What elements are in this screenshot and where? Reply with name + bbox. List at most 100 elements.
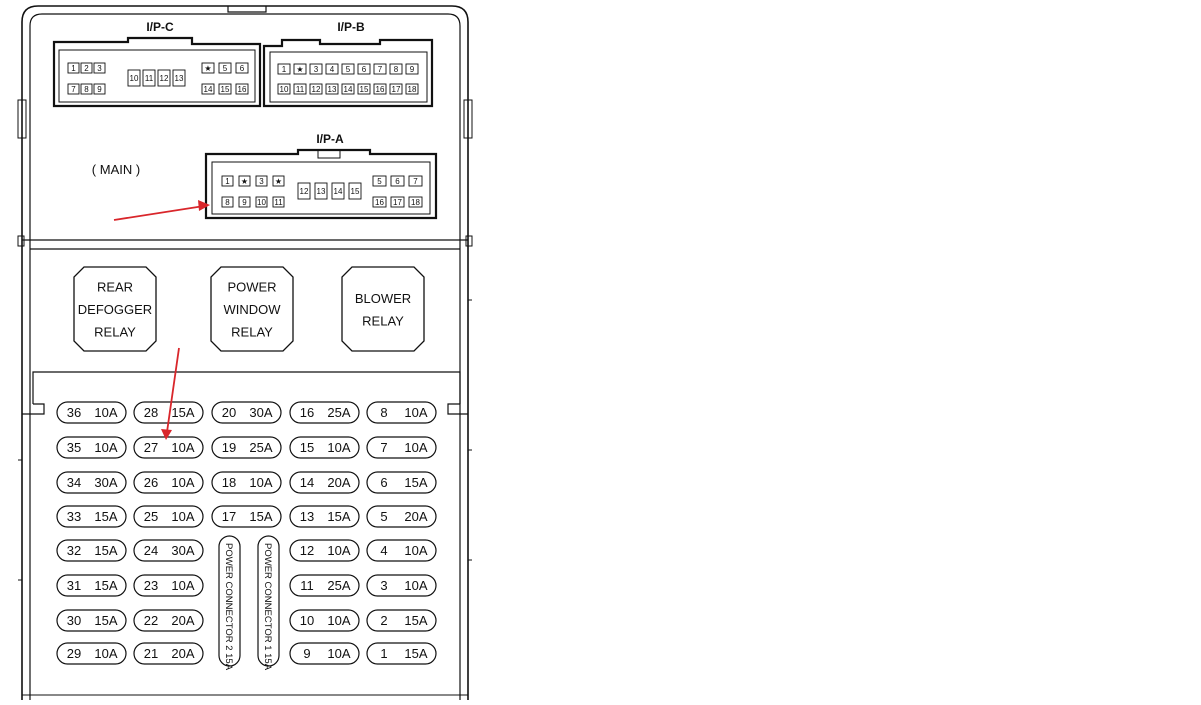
ip-b-pin-r1-0-label: 1 bbox=[282, 65, 287, 74]
fuse-24-rating: 30A bbox=[171, 543, 194, 558]
fuse-26-number: 26 bbox=[144, 475, 158, 490]
ip-b-pin-r2-0-label: 10 bbox=[280, 85, 289, 94]
ip-b-pin-r1-3-label: 4 bbox=[330, 65, 335, 74]
ip-a-pin-mid-1-label: 13 bbox=[317, 187, 326, 196]
ip-a-pin-mid-0-label: 12 bbox=[300, 187, 309, 196]
ip-b-pin-r1-2: 3 bbox=[309, 63, 323, 75]
ip-b-pin-r1-0: 1 bbox=[277, 63, 291, 75]
ip-c-pin-r2b-2-label: 16 bbox=[238, 85, 247, 94]
ip-a-pin-r1b-1: 6 bbox=[390, 175, 405, 187]
ip-c-pin-r2-2: 9 bbox=[93, 83, 106, 95]
relay-0-line-0: REAR bbox=[97, 280, 133, 295]
fuse-18-number: 18 bbox=[222, 475, 236, 490]
fuse-10-number: 10 bbox=[300, 613, 314, 628]
fuse-9-rating: 10A bbox=[327, 646, 350, 661]
ip-c-pin-mid-1-label: 11 bbox=[145, 74, 154, 83]
fuse-5-rating: 20A bbox=[404, 509, 427, 524]
ip-b-pin-r1-4: 5 bbox=[341, 63, 355, 75]
ip-b-pin-r2-8-label: 18 bbox=[408, 85, 417, 94]
fuse-29-rating: 10A bbox=[94, 646, 117, 661]
ip-a-pin-r1-3-label: ★ bbox=[275, 177, 282, 186]
ip-a-pin-r1-1-label: ★ bbox=[241, 177, 248, 186]
fuse-11-number: 11 bbox=[300, 578, 314, 593]
fuse-28-number: 28 bbox=[144, 405, 158, 420]
fuse-16-number: 16 bbox=[300, 405, 314, 420]
fuse-7-number: 7 bbox=[380, 440, 387, 455]
ip-a-pin-r2b-1-label: 17 bbox=[393, 198, 402, 207]
annotation-arrows bbox=[113, 200, 210, 440]
ip-c-pin-r1-0-label: 1 bbox=[71, 64, 76, 73]
fuse-33-rating: 15A bbox=[94, 509, 117, 524]
relay-2-line-1: RELAY bbox=[362, 313, 404, 328]
ip-a-pin-mid-0: 12 bbox=[297, 182, 311, 200]
ip-c-pin-r1b-1-label: 5 bbox=[223, 64, 228, 73]
ip-c-pin-r2-0-label: 7 bbox=[71, 85, 76, 94]
ip-b-pin-r1-8: 9 bbox=[405, 63, 419, 75]
fuse-24-number: 24 bbox=[144, 543, 158, 558]
fuse-36-number: 36 bbox=[67, 405, 81, 420]
fuse-27-number: 27 bbox=[144, 440, 158, 455]
fuse-12-number: 12 bbox=[300, 543, 314, 558]
fuse-13-rating: 15A bbox=[327, 509, 350, 524]
ip-b-pin-r1-7: 8 bbox=[389, 63, 403, 75]
relay-1-line-1: WINDOW bbox=[223, 302, 281, 317]
ip-c-pin-r1b-0: ★ bbox=[201, 62, 215, 74]
fuse-2-number: 2 bbox=[380, 613, 387, 628]
relay-0-line-2: RELAY bbox=[94, 325, 136, 340]
ip-a-pin-r1b-1-label: 6 bbox=[395, 177, 400, 186]
fuse-36-rating: 10A bbox=[94, 405, 117, 420]
ip-a-pin-r2b-2-label: 18 bbox=[411, 198, 420, 207]
ip-a-pin-r1b-2-label: 7 bbox=[413, 177, 418, 186]
ip-c-pin-r1b-1: 5 bbox=[218, 62, 232, 74]
fuse-3-number: 3 bbox=[380, 578, 387, 593]
ip-c-pin-r1-2-label: 3 bbox=[97, 64, 102, 73]
fuse-34-number: 34 bbox=[67, 475, 81, 490]
ip-a-pin-r2b-1: 17 bbox=[390, 196, 405, 208]
ip-a-pin-r1-2: 3 bbox=[255, 175, 268, 187]
ip-c-pin-r2-2-label: 9 bbox=[97, 85, 102, 94]
ip-b-pin-r2-2-label: 12 bbox=[312, 85, 321, 94]
red-arrow-to-ip-a bbox=[113, 205, 205, 221]
ip-b-pin-r1-5: 6 bbox=[357, 63, 371, 75]
ip-c-pin-r1-1: 2 bbox=[80, 62, 93, 74]
ip-c-pin-r2b-1-label: 15 bbox=[221, 85, 230, 94]
connector-ip-a-title: I/P-A bbox=[316, 132, 344, 146]
fuse-18-rating: 10A bbox=[249, 475, 272, 490]
ip-b-pin-r1-2-label: 3 bbox=[314, 65, 319, 74]
ip-b-pin-r2-0: 10 bbox=[277, 83, 291, 95]
fuse-36: 36 10A bbox=[56, 401, 127, 424]
fuse-17-number: 17 bbox=[222, 509, 236, 524]
ip-b-pin-r2-2: 12 bbox=[309, 83, 323, 95]
ip-c-pin-mid-0: 10 bbox=[127, 69, 141, 87]
fuse-12-rating: 10A bbox=[327, 543, 350, 558]
ip-b-pin-r2-4: 14 bbox=[341, 83, 355, 95]
ip-a-pin-r1b-0-label: 5 bbox=[377, 177, 382, 186]
fuse-25-number: 25 bbox=[144, 509, 158, 524]
fuse-23-rating: 10A bbox=[171, 578, 194, 593]
ip-a-pin-r2b-0: 16 bbox=[372, 196, 387, 208]
ip-b-pin-r2-6: 16 bbox=[373, 83, 387, 95]
ip-c-pin-r1b-2: 6 bbox=[235, 62, 249, 74]
ip-a-pin-mid-2-label: 14 bbox=[334, 187, 343, 196]
ip-a-pin-r1b-0: 5 bbox=[372, 175, 387, 187]
fuse-3-rating: 10A bbox=[404, 578, 427, 593]
ip-c-pin-r2b-2: 16 bbox=[235, 83, 249, 95]
fuse-1-rating: 15A bbox=[404, 646, 427, 661]
